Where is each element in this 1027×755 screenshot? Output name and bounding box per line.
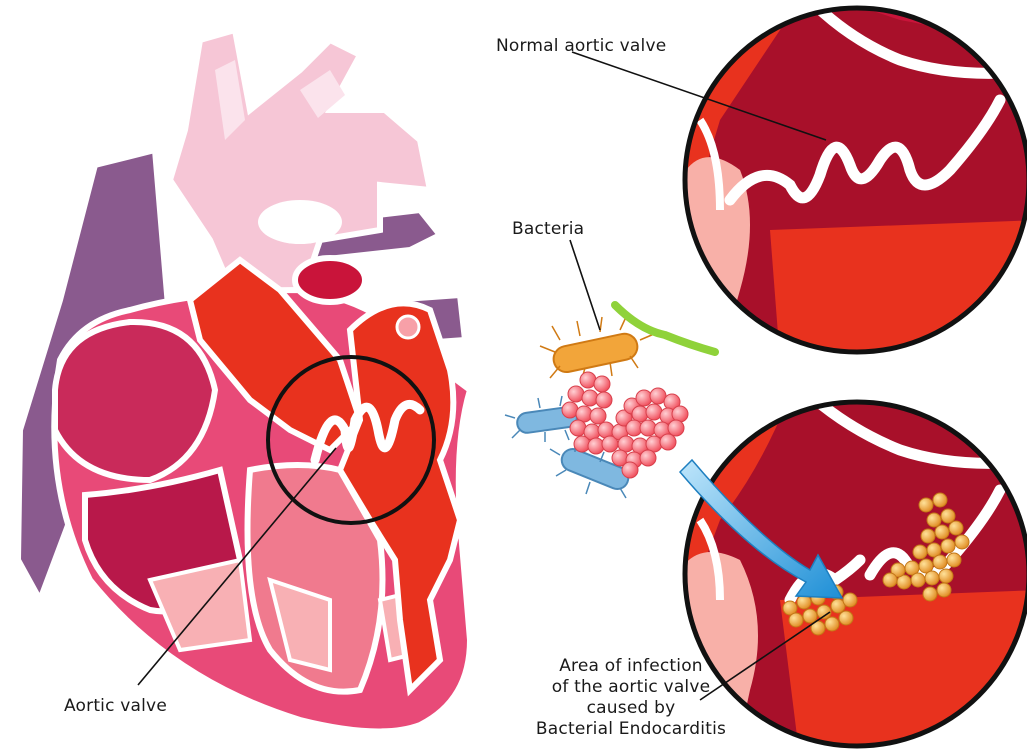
coccus <box>622 462 638 478</box>
vegetation-granule <box>925 571 939 585</box>
label-infection-line3: caused by <box>516 698 746 719</box>
vegetation-granule <box>825 617 839 631</box>
vegetation-granule <box>955 535 969 549</box>
label-normal-aortic-valve: Normal aortic valve <box>496 36 666 57</box>
coccus <box>636 390 652 406</box>
normal-valve-inset <box>680 0 1027 360</box>
coccus <box>598 422 614 438</box>
vegetation-granule <box>921 529 935 543</box>
vegetation-granule <box>883 573 897 587</box>
coccus <box>580 372 596 388</box>
vegetation-granule <box>949 521 963 535</box>
coccus <box>596 392 612 408</box>
leader-bacteria <box>570 240 600 330</box>
label-aortic-valve: Aortic valve <box>64 696 167 717</box>
vegetation-granule <box>935 525 949 539</box>
vegetation-granule <box>941 509 955 523</box>
coccus <box>590 408 606 424</box>
coccus <box>668 420 684 436</box>
coronary-opening <box>397 316 419 338</box>
vegetation-granule <box>933 493 947 507</box>
coccus <box>574 436 590 452</box>
vegetation-granule <box>937 583 951 597</box>
vegetation-granule <box>933 555 947 569</box>
vegetation-granule <box>939 569 953 583</box>
coccus <box>568 386 584 402</box>
label-bacteria: Bacteria <box>512 219 584 240</box>
pulmonary-artery-opening <box>295 258 365 302</box>
coccus <box>646 404 662 420</box>
vegetation-granule <box>803 609 817 623</box>
vegetation-granule <box>911 573 925 587</box>
vegetation-granule <box>927 513 941 527</box>
label-infection-line1: Area of infection <box>516 656 746 677</box>
coccus <box>588 438 604 454</box>
coccus <box>570 420 586 436</box>
vegetation-granule <box>843 593 857 607</box>
vegetation-granule <box>941 539 955 553</box>
coccus <box>672 406 688 422</box>
coccus <box>562 402 578 418</box>
vegetation-granule <box>913 545 927 559</box>
vegetation-granule <box>789 613 803 627</box>
coccus <box>582 390 598 406</box>
coccus <box>640 420 656 436</box>
label-infection-area: Area of infection of the aortic valve ca… <box>516 656 746 740</box>
vegetation-granule <box>947 553 961 567</box>
coccus <box>594 376 610 392</box>
label-infection-line2: of the aortic valve <box>516 677 746 698</box>
coccus <box>660 434 676 450</box>
label-infection-line4: Bacterial Endocarditis <box>516 719 746 740</box>
heart <box>18 30 470 731</box>
coccus <box>640 450 656 466</box>
vegetation-granule <box>923 587 937 601</box>
vegetation-granule <box>839 611 853 625</box>
vegetation-granule <box>919 498 933 512</box>
